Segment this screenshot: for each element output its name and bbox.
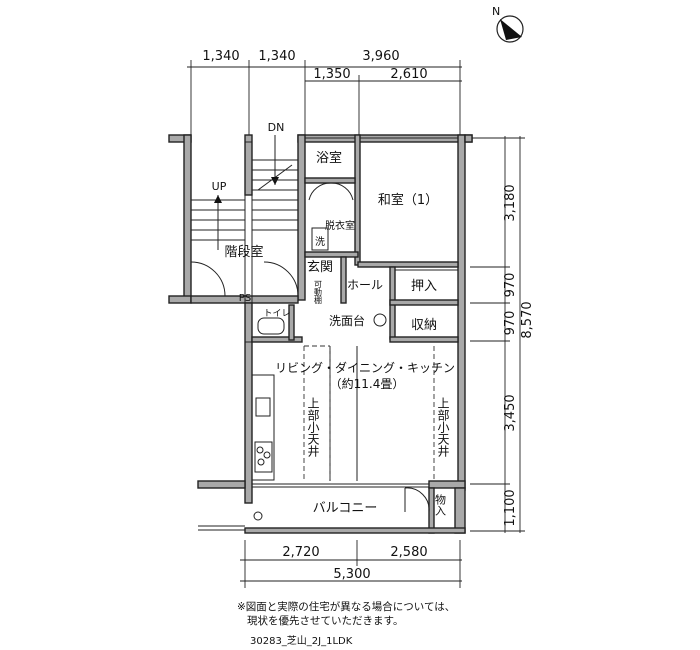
room-oshiire: 押入 [411, 279, 437, 294]
room-genkan: 玄関 [307, 260, 333, 275]
windows [198, 137, 458, 531]
room-ldk-line2: （約11.4畳） [330, 376, 405, 391]
dim-top-4: 1,350 [313, 67, 350, 82]
right-dimensions: 3,180 970 970 3,450 1,100 8,570 [470, 136, 535, 533]
stairs-dn-label: DN [268, 121, 285, 134]
kitchen-sink-icon [255, 397, 271, 417]
room-washer: 洗 [315, 236, 325, 248]
outdoor-tap-icon [253, 511, 263, 521]
dim-top-2: 1,340 [258, 49, 295, 64]
room-stairwell: 階段室 [224, 244, 263, 260]
room-shuunou: 収納 [411, 318, 437, 333]
disclaimer-line2: 現状を優先させていただきます。 [247, 615, 404, 627]
room-ldk-line1: リビング・ダイニング・キッチン [275, 360, 455, 375]
room-labels: 浴室 和室（1） 脱衣室 洗 階段室 玄関 可動棚 ホール 押入 PS トイレ … [224, 150, 455, 516]
room-dressing: 脱衣室 [325, 219, 355, 232]
room-loft-right: 上部小天井 [436, 397, 450, 458]
kitchen-counter [251, 374, 275, 481]
dim-bottom-total: 5,300 [333, 567, 370, 582]
dim-right-2: 970 [503, 273, 518, 298]
dim-right-5: 1,100 [503, 489, 518, 526]
stairs-up-label: UP [212, 180, 227, 193]
compass-label: N [492, 5, 500, 18]
room-bath: 浴室 [316, 150, 342, 166]
dim-right-1: 3,180 [503, 184, 518, 221]
room-senmendai: 洗面台 [329, 313, 365, 328]
room-hall: ホール [347, 278, 383, 292]
dim-top-5: 2,610 [390, 67, 427, 82]
dim-right-total: 8,570 [520, 301, 535, 338]
room-ps: PS [239, 293, 251, 304]
north-compass-icon: N [492, 5, 524, 43]
room-toilet: トイレ [263, 309, 290, 319]
sink-icon [373, 313, 387, 327]
toilet-icon [257, 317, 285, 335]
dim-bottom-1: 2,720 [282, 545, 319, 560]
disclaimer-line1: ※図面と実際の住宅が異なる場合については、 [237, 601, 456, 613]
plan-code: 30283_芝山_2J_1LDK [250, 636, 353, 647]
dim-top-3: 3,960 [362, 49, 399, 64]
room-washitsu: 和室（1） [378, 192, 438, 208]
dim-right-3: 970 [503, 311, 518, 336]
bottom-dimensions: 2,720 2,580 5,300 [240, 540, 462, 588]
staircase: DN UP [191, 121, 298, 343]
doors [190, 182, 458, 513]
dim-bottom-2: 2,580 [390, 545, 427, 560]
room-balcony: バルコニー [313, 501, 378, 516]
room-loft-left: 上部小天井 [306, 397, 320, 458]
stove-icon [254, 441, 273, 473]
dim-top-1: 1,340 [202, 49, 239, 64]
room-kadou: 可動棚 [314, 280, 323, 305]
fixtures [251, 227, 435, 521]
room-storage: 物入 [434, 493, 447, 516]
top-dimensions: 1,340 1,340 3,960 1,350 2,610 [187, 49, 462, 135]
dim-right-4: 3,450 [503, 394, 518, 431]
